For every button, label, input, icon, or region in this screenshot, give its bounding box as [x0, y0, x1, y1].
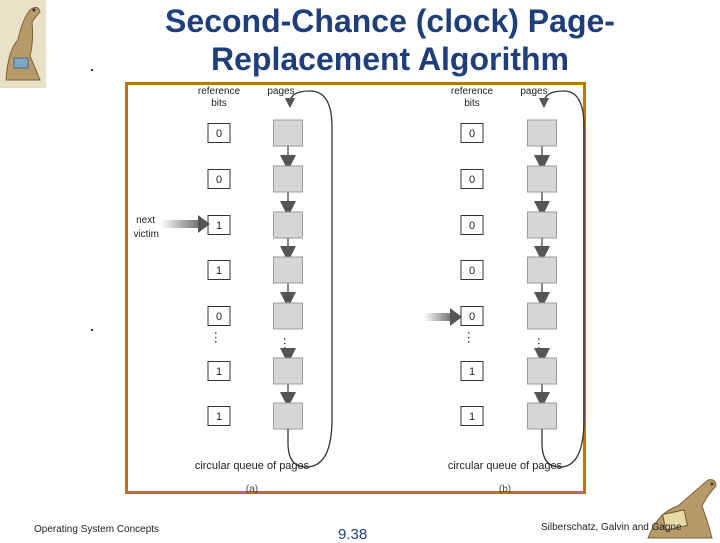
panel-a-row-2: 0: [207, 165, 303, 193]
page-ellipsis: …: [281, 337, 297, 351]
reference-bit-value: 0: [469, 311, 475, 323]
reference-bit-value: 1: [216, 220, 222, 232]
reference-bit-value: 0: [216, 174, 222, 186]
panel-b-row-3: 0: [460, 211, 557, 239]
slide-title-line-2: Replacement Algorithm: [211, 41, 569, 77]
page-box: [527, 357, 557, 385]
reference-bit-box: [460, 260, 484, 280]
panel-a-row-1: 0: [207, 119, 303, 147]
panel-b-row-7: 1: [460, 402, 557, 430]
footer-course-name: Operating System Concepts: [34, 524, 160, 535]
footer-slide-number: 9.38: [338, 526, 368, 543]
page-box: [273, 211, 303, 239]
panel-b-header-bits: bits: [464, 98, 480, 109]
panel-b-label: (b): [499, 484, 511, 495]
reference-bit-value: 0: [469, 220, 475, 232]
page-ellipsis: …: [535, 337, 551, 351]
reference-bit-value: 0: [469, 128, 475, 140]
panel-a-header-pages: pages: [267, 86, 294, 97]
circular-return-arrow: [538, 90, 585, 468]
panel-a-row-5: 0: [207, 302, 303, 330]
panel-a-row-3: 1: [207, 211, 303, 239]
page-box: [273, 302, 303, 330]
reference-bit-box: [460, 169, 484, 189]
panel-b: 0 0 0 0 0 … … 1 1: [460, 90, 585, 468]
page-box: [527, 256, 557, 284]
slide-title: Second-Chance (clock) Page- Replacement …: [130, 2, 650, 78]
reference-bit-box: [460, 123, 484, 143]
panel-b-row-4: 0: [460, 256, 557, 284]
page-box: [273, 357, 303, 385]
page-box: [527, 211, 557, 239]
next-victim-label-line-1: next: [136, 215, 155, 226]
reference-bit-value: 0: [216, 128, 222, 140]
reference-bit-value: 1: [469, 366, 475, 378]
reference-bit-value: 0: [469, 265, 475, 277]
reference-bit-value: 1: [216, 265, 222, 277]
page-box: [527, 302, 557, 330]
panel-a-row-7: 1: [207, 402, 303, 430]
reference-bit-value: 1: [216, 366, 222, 378]
reference-bit-box: [207, 169, 231, 189]
reference-bit-box: [207, 361, 231, 381]
reference-bit-value: 1: [216, 411, 222, 423]
next-victim-arrow-b: [424, 308, 462, 326]
reference-bit-box: [460, 406, 484, 426]
reference-bit-box: [207, 260, 231, 280]
page-box: [273, 119, 303, 147]
reference-bit-value: 0: [469, 174, 475, 186]
decorative-dot: [91, 69, 93, 71]
panel-a-row-4: 1: [207, 256, 303, 284]
next-victim-label-line-2: victim: [133, 229, 159, 240]
panel-b-header-reference: reference: [451, 86, 494, 97]
page-box: [527, 119, 557, 147]
dinosaur-logo-icon: [0, 0, 46, 88]
panel-a: 0 0 1 1 0 … … 1 1: [207, 90, 333, 468]
bit-ellipsis: …: [212, 331, 228, 345]
panel-a-label: (a): [246, 484, 258, 495]
reference-bit-box: [207, 406, 231, 426]
bit-ellipsis: …: [465, 331, 481, 345]
panel-b-row-5: 0: [460, 302, 557, 330]
panel-b-header-pages: pages: [520, 86, 547, 97]
page-box: [273, 402, 303, 430]
reference-bit-value: 0: [216, 311, 222, 323]
footer-authors: Silberschatz, Galvin and Gagne: [541, 522, 682, 533]
dinosaur-book-logo-icon: [638, 472, 720, 540]
next-victim-arrow-a: [160, 215, 210, 233]
slide-title-line-1: Second-Chance (clock) Page-: [165, 3, 615, 39]
reference-bit-box: [207, 123, 231, 143]
panel-a-header-bits: bits: [211, 98, 227, 109]
reference-bit-box: [207, 306, 231, 326]
reference-bit-box: [460, 306, 484, 326]
panel-b-row-2: 0: [460, 165, 557, 193]
circular-return-arrow: [284, 90, 333, 468]
page-box: [273, 256, 303, 284]
reference-bit-box: [460, 361, 484, 381]
panel-a-row-6: 1: [207, 357, 303, 385]
panel-b-queue-label: circular queue of pages: [448, 460, 563, 472]
panel-a-queue-label: circular queue of pages: [195, 460, 310, 472]
decorative-dot: [91, 329, 93, 331]
page-box: [527, 165, 557, 193]
page-box: [527, 402, 557, 430]
reference-bit-box: [460, 215, 484, 235]
panel-a-header-reference: reference: [198, 86, 241, 97]
panel-b-row-1: 0: [460, 119, 557, 147]
reference-bit-value: 1: [469, 411, 475, 423]
page-box: [273, 165, 303, 193]
panel-b-row-6: 1: [460, 357, 557, 385]
